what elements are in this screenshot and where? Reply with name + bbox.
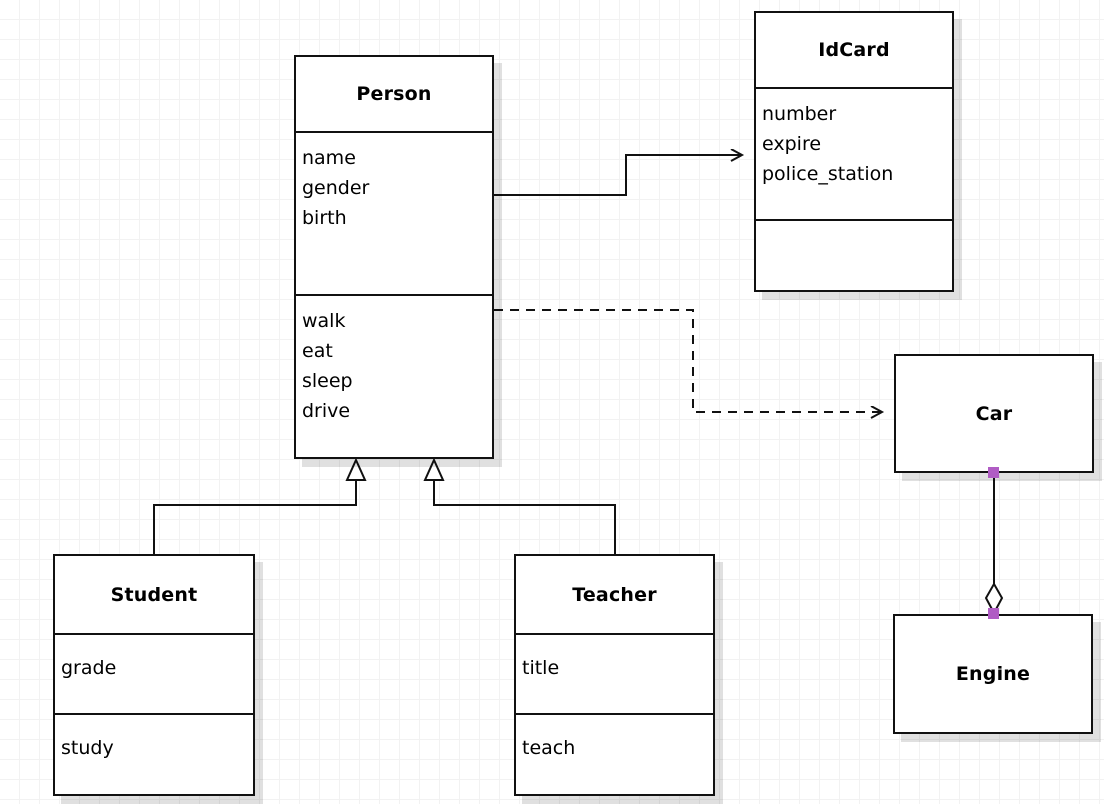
connection-handle-car-bottom[interactable] [988,467,999,478]
attribute: gender [302,177,370,199]
attribute: birth [302,207,347,229]
class-person-methods: walk eat sleep drive [296,294,492,457]
class-student-methods: study [55,713,253,794]
class-teacher[interactable]: Teacher title teach [514,554,715,796]
attribute: number [762,103,837,125]
method: sleep [302,370,353,392]
class-person-attributes: name gender birth [296,131,492,294]
class-engine[interactable]: Engine [893,614,1093,734]
class-idcard[interactable]: IdCard number expire police_station [754,11,954,292]
attribute: name [302,147,356,169]
method: teach [522,737,576,759]
method: eat [302,340,333,362]
class-car-title: Car [975,402,1013,425]
attribute: expire [762,133,822,155]
connection-handle-engine-top[interactable] [988,608,999,619]
class-student-attributes: grade [55,633,253,713]
method: study [61,737,114,759]
attribute: grade [61,657,117,679]
class-teacher-methods: teach [516,713,713,794]
class-person[interactable]: Person name gender birth walk eat sleep … [294,55,494,459]
class-student-title: Student [110,583,198,606]
attribute: title [522,657,560,679]
class-teacher-title: Teacher [572,583,657,606]
class-teacher-attributes: title [516,633,713,713]
edge-person-car[interactable] [494,309,882,412]
method: drive [302,400,351,422]
edge-student-person[interactable] [153,460,356,554]
class-student[interactable]: Student grade study [53,554,255,796]
class-car[interactable]: Car [894,354,1094,473]
attribute: police_station [762,163,894,185]
method: walk [302,310,346,332]
edge-teacher-person[interactable] [434,460,616,554]
class-idcard-attributes: number expire police_station [756,87,952,219]
class-person-title: Person [356,83,432,105]
class-idcard-title: IdCard [818,39,890,61]
edge-person-idcard[interactable] [492,155,742,196]
class-engine-title: Engine [955,663,1031,685]
class-idcard-methods [756,219,952,290]
